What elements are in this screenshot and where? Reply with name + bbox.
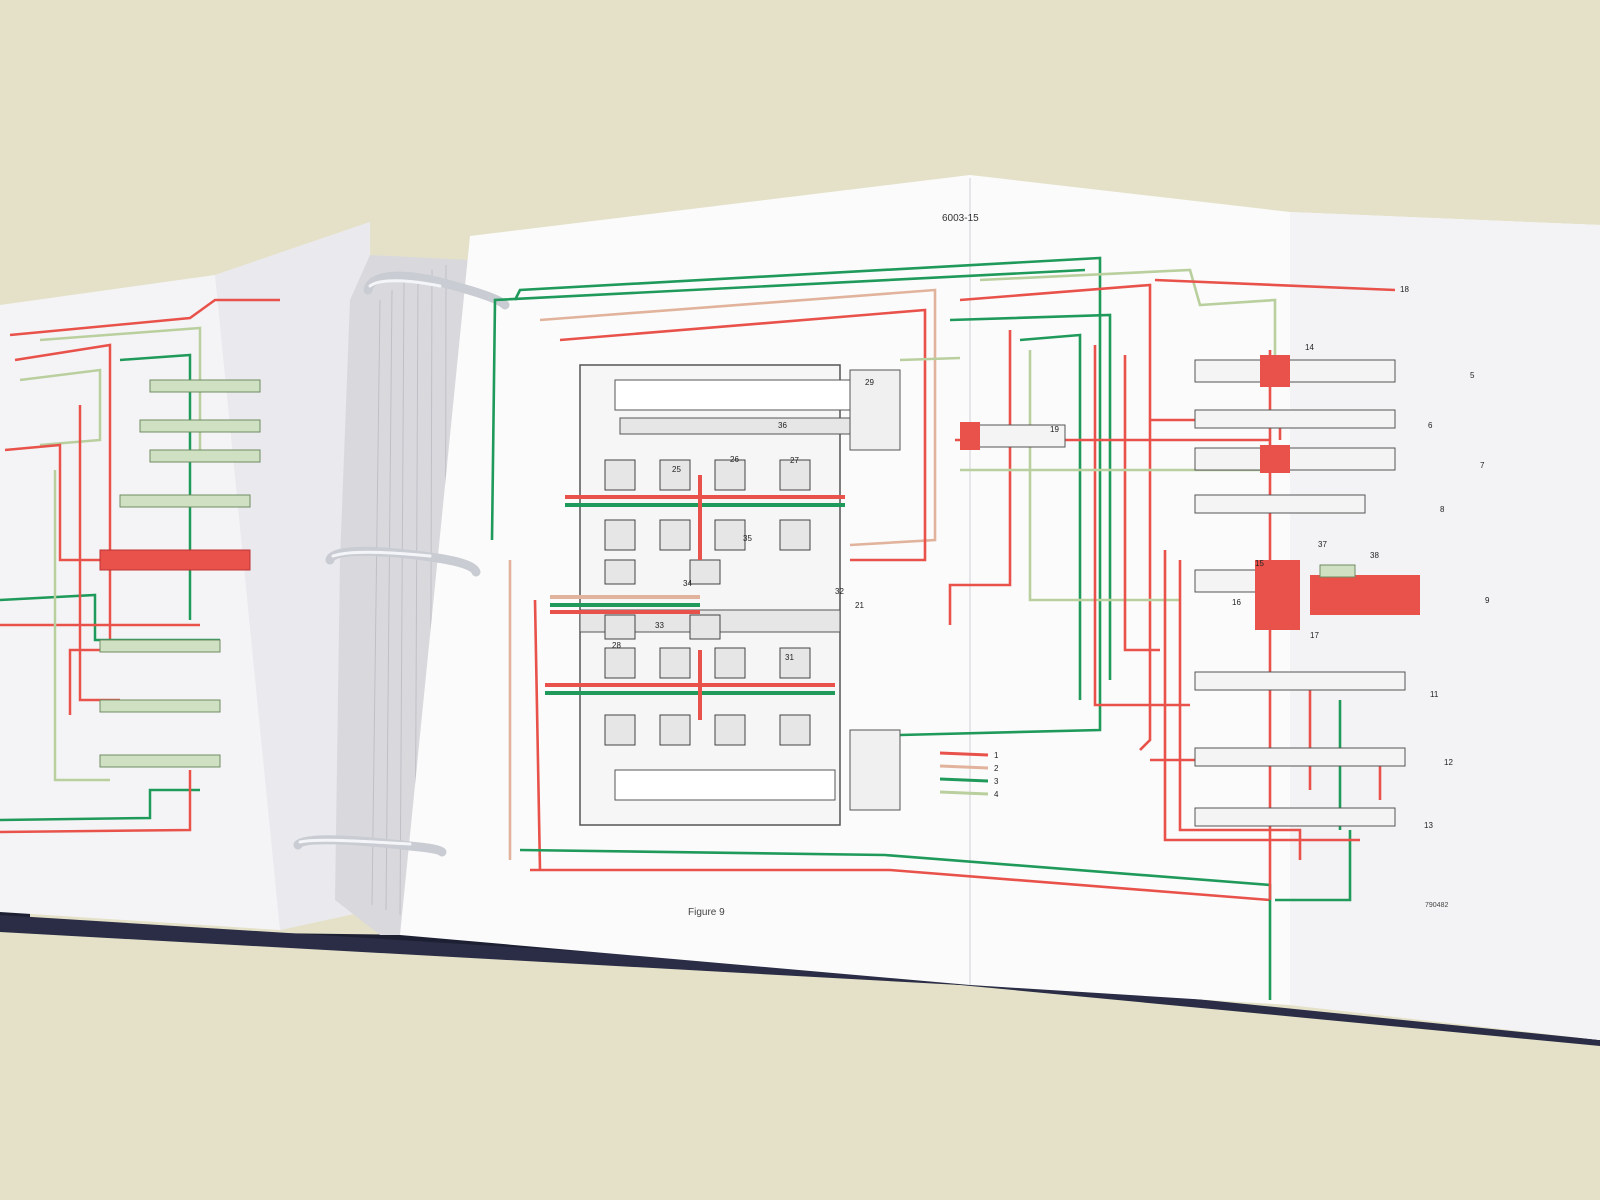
part-callouts: 14 15 16 17 18 19 21 25 26 27 28 29 31 3…: [612, 285, 1409, 662]
callout-part-32: 32: [835, 587, 844, 596]
legend-line-3: [939, 777, 989, 783]
callout-part-31: 31: [785, 653, 794, 662]
binder-ring-highlights: [298, 279, 442, 846]
figure-caption: Figure 9: [688, 907, 725, 918]
callout-part-38: 38: [1370, 551, 1379, 560]
callout-valve-11: 11: [1430, 690, 1439, 699]
legend-number-3: 3: [994, 777, 999, 786]
left-schematic-valves: [99, 379, 261, 768]
clutch-packs: [604, 459, 811, 746]
callout-part-25: 25: [672, 465, 681, 474]
legend-number-1: 1: [994, 751, 999, 760]
right-page-fold: [1290, 212, 1600, 1040]
transmission-circuits: [490, 256, 1352, 1000]
callout-part-21: 21: [855, 601, 864, 610]
callout-valve-7: 7: [1480, 461, 1485, 470]
binder-ring-top: [363, 271, 510, 310]
callout-part-35: 35: [743, 534, 752, 543]
left-page-shadow: [215, 222, 372, 930]
legend-line-2: [939, 764, 989, 770]
callout-part-28: 28: [612, 641, 621, 650]
callout-part-34: 34: [683, 579, 692, 588]
callout-part-33: 33: [655, 621, 664, 630]
callout-part-36: 36: [778, 421, 787, 430]
callout-valve-9: 9: [1485, 596, 1490, 605]
binder-cover-bottom: [0, 915, 1600, 1046]
callout-valve-8: 8: [1440, 505, 1445, 514]
legend-line-1: [939, 751, 989, 757]
callout-part-19: 19: [1050, 425, 1059, 434]
spool-valves: [960, 355, 1420, 827]
legend-number-4: 4: [994, 790, 999, 799]
legend-line-4: [939, 790, 989, 796]
callout-valve-5: 5: [1470, 371, 1475, 380]
valve-callouts: 5 6 7 8 9 11 12 13: [1424, 371, 1490, 830]
legend: 1 2 3 4: [939, 751, 999, 799]
callout-part-15: 15: [1255, 559, 1264, 568]
figure-code: 790482: [1425, 902, 1448, 909]
callout-part-37: 37: [1318, 540, 1327, 549]
callout-part-27: 27: [790, 456, 799, 465]
callout-valve-6: 6: [1428, 421, 1433, 430]
legend-number-2: 2: [994, 764, 999, 773]
page-header: 6003-15: [942, 213, 979, 224]
callout-part-18: 18: [1400, 285, 1409, 294]
callout-part-16: 16: [1232, 598, 1241, 607]
callout-part-29: 29: [865, 378, 874, 387]
callout-part-26: 26: [730, 455, 739, 464]
callout-valve-13: 13: [1424, 821, 1433, 830]
callout-valve-12: 12: [1444, 758, 1453, 767]
shaft-passages: [545, 475, 845, 720]
callout-part-14: 14: [1305, 343, 1314, 352]
callout-part-17: 17: [1310, 631, 1319, 640]
